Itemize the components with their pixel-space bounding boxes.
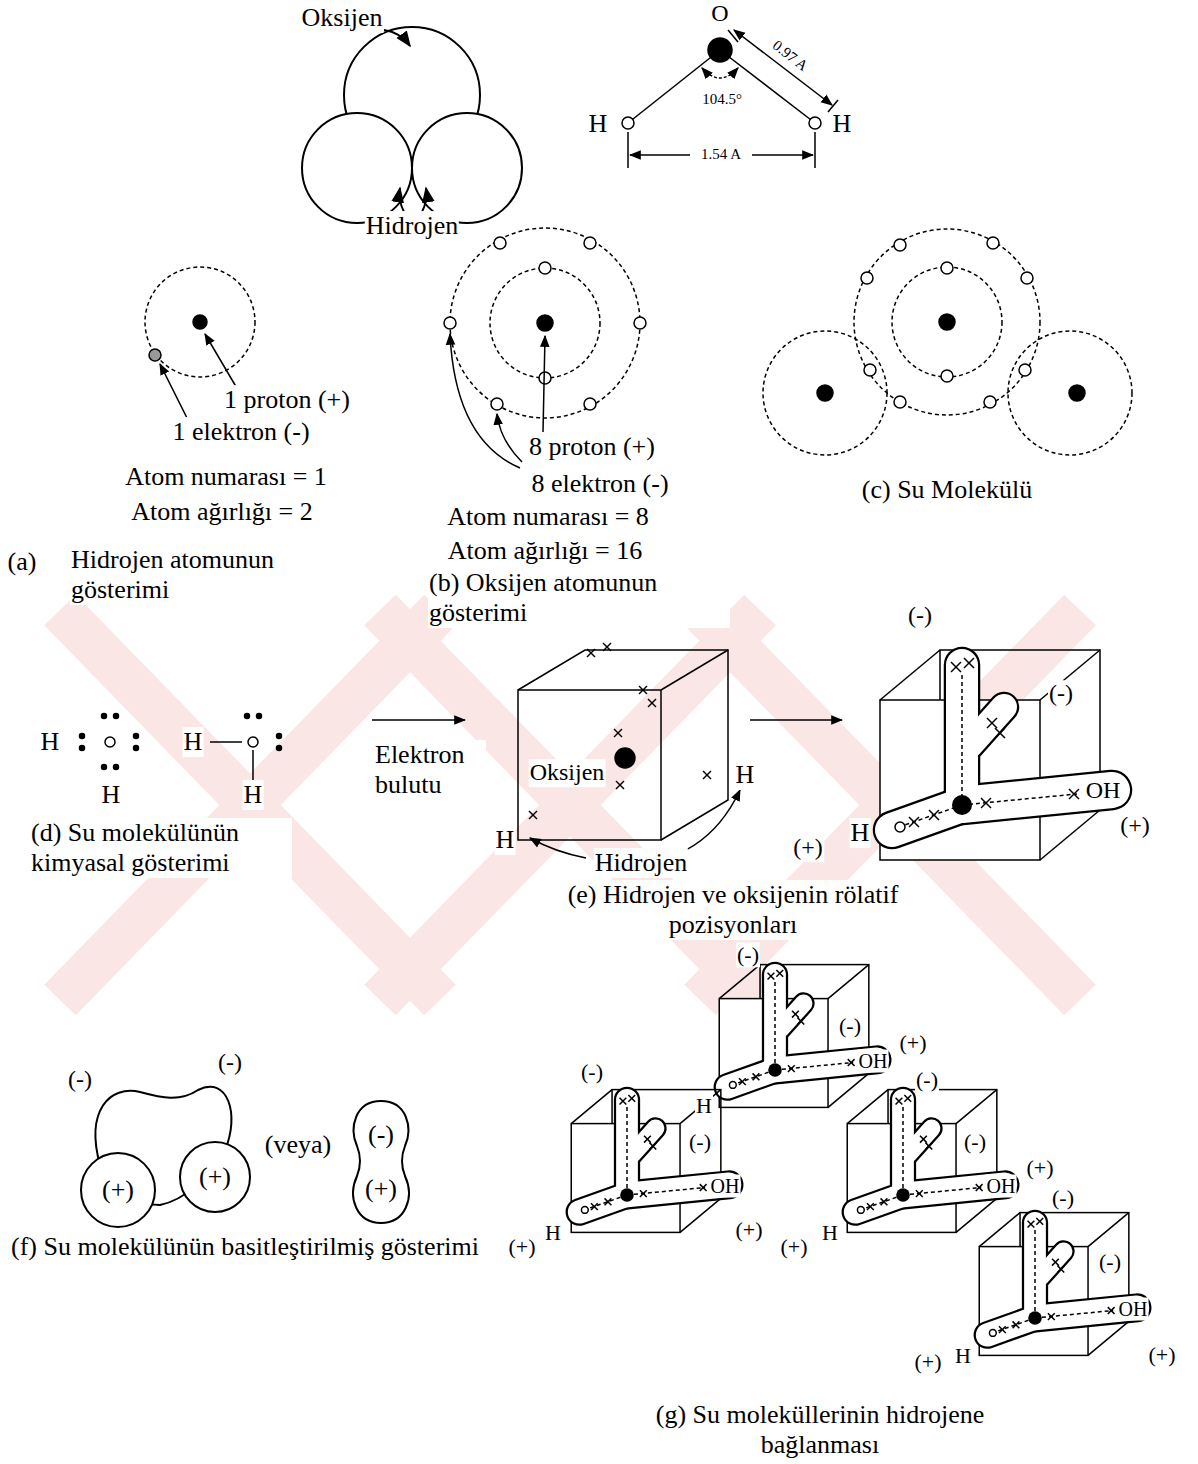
charge-label: (-) bbox=[736, 942, 760, 967]
clover-model bbox=[302, 27, 522, 223]
dipole-shape: (-) (+) bbox=[345, 1098, 417, 1226]
charge-label: (-) bbox=[67, 1066, 93, 1094]
text-label: H bbox=[850, 818, 871, 848]
text-label: H bbox=[832, 109, 853, 139]
text-label: 104.5° bbox=[701, 91, 743, 108]
text-label: OH bbox=[986, 1175, 1017, 1198]
text-label: 1 elektron (-) bbox=[171, 417, 310, 447]
text-label: OH bbox=[710, 1175, 741, 1198]
text-label: 0.97 A bbox=[768, 36, 812, 75]
text-label: H bbox=[735, 760, 756, 790]
text-label: H bbox=[954, 1343, 972, 1368]
electron-cube bbox=[518, 650, 740, 864]
text-label: Hidrojen atomunun gösterimi bbox=[70, 545, 322, 605]
process-arrow bbox=[372, 719, 842, 721]
lobed-molecule bbox=[571, 1090, 729, 1233]
text-label: H bbox=[588, 109, 609, 139]
charge-label: (+) bbox=[1147, 1342, 1176, 1367]
charge-circle: (+) bbox=[80, 1152, 156, 1228]
charge-label: (+) bbox=[507, 1234, 536, 1259]
molecule-geometry bbox=[622, 30, 838, 168]
text-label: OH bbox=[1118, 1298, 1149, 1321]
charge-label: (-) bbox=[580, 1059, 604, 1084]
text-label: Oksijen bbox=[301, 3, 384, 33]
charge-label: (a) bbox=[7, 547, 38, 577]
charge-sign: (+) bbox=[365, 1175, 397, 1204]
text-label: 8 proton (+) bbox=[528, 432, 656, 462]
text-label: (c) Su Molekülü bbox=[861, 475, 1033, 505]
text-label: (b) Oksijen atomunun gösterimi bbox=[428, 568, 730, 628]
text-label: OH bbox=[1085, 777, 1122, 805]
text-label: Elektron bulutu bbox=[374, 740, 486, 800]
text-label: H bbox=[243, 780, 264, 810]
text-label: Hidrojen bbox=[594, 848, 688, 878]
charge-sign: (+) bbox=[102, 1176, 134, 1205]
charge-label: (+) bbox=[779, 1234, 808, 1259]
charge-circle: (+) bbox=[179, 1141, 251, 1213]
text-label: Atom ağırlığı = 2 bbox=[130, 497, 313, 527]
text-label: O bbox=[710, 0, 729, 28]
text-label: H bbox=[101, 780, 122, 810]
text-label: H bbox=[695, 1093, 713, 1118]
text-label: 1 proton (+) bbox=[223, 385, 351, 415]
text-label: H bbox=[40, 727, 61, 757]
text-label: 8 elektron (-) bbox=[530, 469, 669, 499]
lobed-molecule bbox=[979, 1213, 1137, 1356]
charge-label: (-) bbox=[907, 602, 933, 630]
charge-sign: (+) bbox=[199, 1163, 231, 1192]
charge-label: (+) bbox=[1025, 1155, 1054, 1180]
text-label: 1.54 A bbox=[700, 146, 742, 163]
text-label: Atom numarası = 8 bbox=[446, 502, 650, 532]
charge-label: (-) bbox=[915, 1067, 939, 1092]
lobed-molecule bbox=[847, 1090, 1005, 1233]
text-label: Hidrojen bbox=[365, 211, 459, 241]
charge-label: (-) bbox=[838, 1013, 862, 1038]
text-label: (f) Su molekülünün basitleştirilmiş göst… bbox=[10, 1232, 482, 1262]
text-label: H bbox=[821, 1220, 839, 1245]
text-label: H bbox=[495, 825, 516, 855]
charge-label: (-) bbox=[1048, 680, 1074, 708]
lobed-molecule bbox=[719, 965, 877, 1108]
water-lobes bbox=[571, 650, 1137, 1355]
text-label: OH bbox=[858, 1050, 889, 1073]
charge-label: (-) bbox=[1098, 1249, 1122, 1274]
charge-label: (+) bbox=[792, 834, 824, 862]
text-label: Oksijen bbox=[529, 759, 606, 787]
charge-label: (-) bbox=[217, 1049, 243, 1077]
text-label: Atom ağırlığı = 16 bbox=[447, 536, 643, 566]
charge-label: (+) bbox=[1119, 812, 1151, 840]
text-label: H bbox=[544, 1220, 562, 1245]
text-label: (e) Hidrojen ve oksijenin rölatif pozisy… bbox=[562, 880, 904, 940]
watermark bbox=[60, 610, 1080, 1000]
charge-sign: (-) bbox=[368, 1121, 394, 1150]
text-label: Atom numarası = 1 bbox=[124, 462, 328, 492]
charge-label: (-) bbox=[963, 1129, 987, 1154]
text-label: (g) Su moleküllerinin hidrojene bağlanma… bbox=[604, 1400, 1036, 1460]
charge-label: (-) bbox=[1051, 1185, 1075, 1210]
charge-label: (+) bbox=[734, 1217, 763, 1242]
dipole-outline bbox=[345, 1098, 417, 1226]
electron-marks bbox=[529, 643, 711, 819]
text-label: (veya) bbox=[264, 1130, 332, 1160]
text-label: (d) Su molekülünün kimyasal gösterimi bbox=[30, 818, 292, 878]
charge-label: (+) bbox=[913, 1349, 942, 1374]
lewis-structure bbox=[80, 714, 282, 781]
text-label: H bbox=[183, 727, 204, 757]
lobed-molecule bbox=[880, 650, 1112, 860]
charge-label: (-) bbox=[688, 1129, 712, 1154]
water-molecule-shells bbox=[763, 229, 1132, 455]
charge-label: (+) bbox=[898, 1030, 927, 1055]
